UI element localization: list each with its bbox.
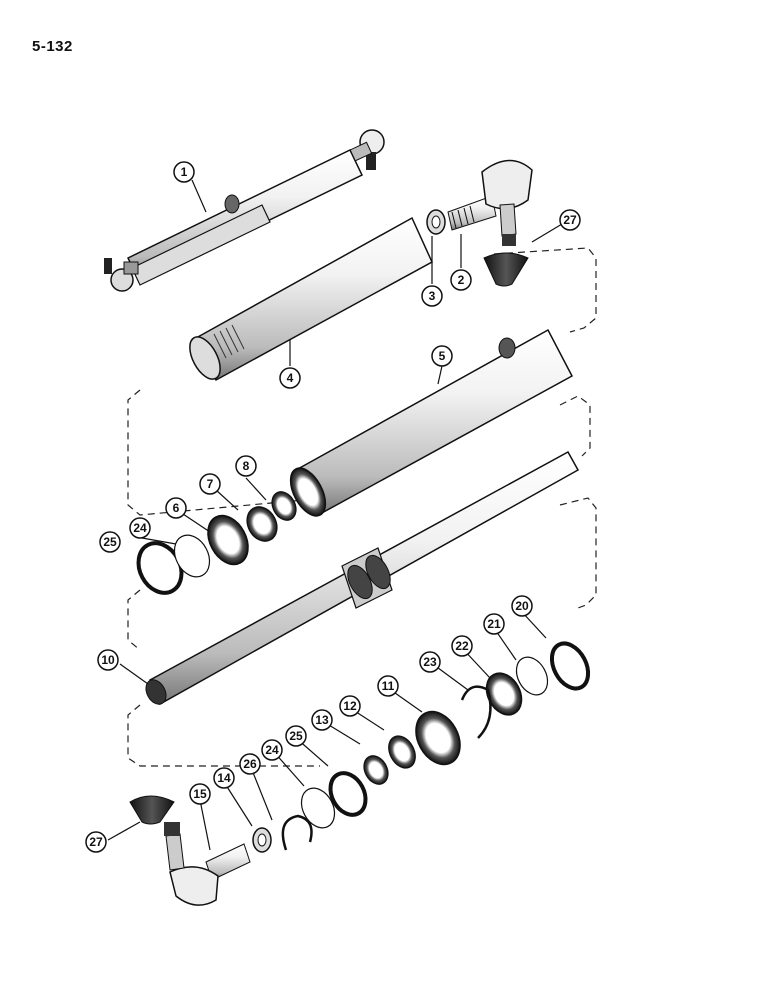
part-6-gland — [207, 514, 249, 566]
callout-11: 11 — [377, 675, 399, 697]
callout-25-upper: 25 — [99, 531, 121, 553]
callout-2: 2 — [450, 269, 472, 291]
part-26-snap-ring — [281, 814, 313, 851]
part-12-seal — [388, 735, 416, 769]
callout-23-label: 23 — [423, 655, 437, 669]
callout-4: 4 — [279, 367, 301, 389]
callout-4-label: 4 — [287, 371, 294, 385]
callout-15: 15 — [189, 783, 211, 805]
part-3-nut — [426, 209, 446, 235]
callout-12: 12 — [339, 695, 361, 717]
callout-21-label: 21 — [487, 617, 501, 631]
part-27-dust-boot-top — [483, 252, 529, 287]
callout-13-label: 13 — [315, 713, 329, 727]
callout-24-lower: 24 — [261, 739, 283, 761]
callout-25-lower: 25 — [285, 725, 307, 747]
part-2-ball-joint — [447, 159, 533, 246]
callout-23: 23 — [419, 651, 441, 673]
callout-24-upper: 24 — [129, 517, 151, 539]
part-14-nut — [252, 827, 272, 853]
callout-14: 14 — [213, 767, 235, 789]
assembly-guide-lines — [127, 247, 597, 767]
part-24-o-ring-lower — [300, 787, 336, 829]
callout-6: 6 — [165, 497, 187, 519]
callout-26-label: 26 — [243, 757, 257, 771]
callout-5-label: 5 — [439, 349, 446, 363]
part-7-bushing — [246, 506, 278, 542]
callout-21: 21 — [483, 613, 505, 635]
callout-22: 22 — [451, 635, 473, 657]
part-13-seal — [363, 755, 389, 785]
part-8-wiper-seal — [271, 491, 297, 521]
callout-26: 26 — [239, 753, 261, 775]
callout-3: 3 — [421, 285, 443, 307]
part-20-snap-ring — [549, 641, 591, 691]
callout-27-upper: 27 — [559, 209, 581, 231]
callout-7-label: 7 — [207, 477, 214, 491]
callout-11-label: 11 — [382, 679, 395, 693]
callout-12-label: 12 — [343, 699, 357, 713]
part-11-piston — [415, 710, 461, 766]
callout-1: 1 — [173, 161, 195, 183]
callout-10-label: 10 — [101, 653, 115, 667]
callout-2-label: 2 — [458, 273, 465, 287]
page-number: 5-132 — [32, 38, 73, 55]
callout-13: 13 — [311, 709, 333, 731]
part-15-ball-joint — [164, 822, 251, 906]
callout-14-label: 14 — [217, 771, 231, 785]
callout-10: 10 — [97, 649, 119, 671]
callout-24-upper-label: 24 — [133, 521, 147, 535]
callout-27-lower-label: 27 — [89, 835, 103, 849]
callout-15-label: 15 — [193, 787, 207, 801]
part-10-piston-rod — [145, 450, 580, 706]
callout-25-upper-label: 25 — [103, 535, 117, 549]
callout-7: 7 — [199, 473, 221, 495]
callout-27-upper-label: 27 — [563, 213, 577, 227]
part-23-retaining-ring — [460, 685, 492, 739]
callout-22-label: 22 — [455, 639, 469, 653]
callout-3-label: 3 — [429, 289, 436, 303]
part-27-dust-boot-bottom — [129, 795, 175, 825]
callout-6-label: 6 — [173, 501, 180, 515]
callout-27-lower: 27 — [85, 831, 107, 853]
callout-20: 20 — [511, 595, 533, 617]
part-5-cylinder-housing — [289, 328, 574, 517]
part-21-o-ring — [515, 656, 549, 696]
part-24-o-ring-upper — [173, 534, 211, 578]
part-1-assembled-cylinder — [104, 129, 385, 292]
callout-8-label: 8 — [243, 459, 250, 473]
callout-20-label: 20 — [515, 599, 529, 613]
part-25-seal-ring-lower — [328, 771, 368, 817]
callout-5: 5 — [431, 345, 453, 367]
callout-8: 8 — [235, 455, 257, 477]
callout-24-lower-label: 24 — [265, 743, 279, 757]
callout-25-lower-label: 25 — [289, 729, 303, 743]
callout-1-label: 1 — [181, 165, 188, 179]
